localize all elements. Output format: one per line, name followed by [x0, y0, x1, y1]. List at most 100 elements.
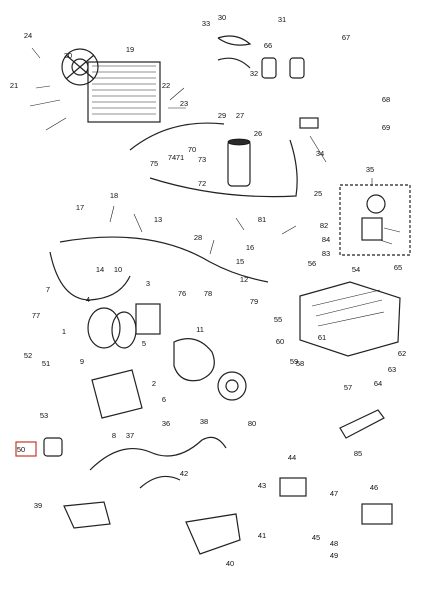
sensors-part — [261, 57, 305, 79]
callout-label-23: 23 — [180, 99, 188, 108]
callout-label-63: 63 — [388, 365, 396, 374]
callout-label-59: 59 — [290, 357, 298, 366]
callout-label-81: 81 — [258, 215, 266, 224]
callout-label-14: 14 — [96, 265, 104, 274]
callout-label-58: 58 — [296, 359, 304, 368]
ac-compressor-part — [87, 303, 161, 349]
callout-label-11: 11 — [196, 325, 204, 334]
control-unit-part — [361, 503, 393, 525]
valve-50-part — [43, 437, 63, 457]
callout-label-21: 21 — [10, 81, 18, 90]
callout-label-16: 16 — [246, 243, 254, 252]
callout-label-2: 2 — [152, 379, 156, 388]
callout-label-78: 78 — [204, 289, 212, 298]
callout-label-65: 65 — [394, 263, 402, 272]
callout-label-4: 4 — [86, 295, 90, 304]
callout-label-35: 35 — [366, 165, 374, 174]
callout-label-26: 26 — [254, 129, 262, 138]
callout-label-82: 82 — [320, 221, 328, 230]
callout-label-5: 5 — [142, 339, 146, 348]
callout-label-84: 84 — [322, 235, 330, 244]
callout-label-50: 50 — [17, 445, 25, 454]
callout-label-47: 47 — [330, 489, 338, 498]
callout-label-33: 33 — [202, 19, 210, 28]
refrigerant-hose-part — [59, 236, 269, 283]
callout-label-62: 62 — [398, 349, 406, 358]
drive-belt-part — [173, 338, 215, 382]
callout-label-40: 40 — [226, 559, 234, 568]
callout-label-37: 37 — [126, 431, 134, 440]
refrigerant-line-part — [129, 122, 298, 198]
callout-label-10: 10 — [114, 265, 122, 274]
callout-label-46: 46 — [370, 483, 378, 492]
callout-label-67: 67 — [342, 33, 350, 42]
callout-label-49: 49 — [330, 551, 338, 560]
callout-label-43: 43 — [258, 481, 266, 490]
callout-label-17: 17 — [76, 203, 84, 212]
callout-label-71: 71 — [176, 153, 184, 162]
callout-label-39: 39 — [34, 501, 42, 510]
callout-label-19: 19 — [126, 45, 134, 54]
callout-label-68: 68 — [382, 95, 390, 104]
callout-label-75: 75 — [150, 159, 158, 168]
callout-label-7: 7 — [46, 285, 50, 294]
callout-label-48: 48 — [330, 539, 338, 548]
callout-label-52: 52 — [24, 351, 32, 360]
callout-label-8: 8 — [112, 431, 116, 440]
callout-label-24: 24 — [24, 31, 32, 40]
callout-label-77: 77 — [32, 311, 40, 320]
callout-label-34: 34 — [316, 149, 324, 158]
callout-label-72: 72 — [198, 179, 206, 188]
refrigerant-hose-lower-part — [49, 251, 131, 301]
callout-label-61: 61 — [318, 333, 326, 342]
hose-bracket-part — [63, 501, 111, 529]
pressure-switch-part — [299, 117, 319, 129]
callout-label-1: 1 — [62, 327, 66, 336]
callout-label-28: 28 — [194, 233, 202, 242]
callout-label-64: 64 — [374, 379, 382, 388]
evaporator-housing-part — [299, 281, 401, 357]
callout-label-12: 12 — [240, 275, 248, 284]
callout-label-83: 83 — [322, 249, 330, 258]
callout-label-66: 66 — [264, 41, 272, 50]
mounting-bracket-part — [185, 513, 241, 555]
expansion-valve-part — [339, 184, 411, 256]
compressor-bracket-part — [91, 369, 143, 419]
callout-label-45: 45 — [312, 533, 320, 542]
callout-label-85: 85 — [354, 449, 362, 458]
leader-lines — [29, 47, 401, 255]
callout-label-29: 29 — [218, 111, 226, 120]
callout-label-73: 73 — [198, 155, 206, 164]
callout-label-31: 31 — [278, 15, 286, 24]
mounting-rail-part — [339, 409, 385, 439]
callout-label-18: 18 — [110, 191, 118, 200]
pulley-part — [217, 371, 247, 401]
callout-label-80: 80 — [248, 419, 256, 428]
callout-label-3: 3 — [146, 279, 150, 288]
callout-label-22: 22 — [162, 81, 170, 90]
callout-label-30: 30 — [218, 13, 226, 22]
callout-label-41: 41 — [258, 531, 266, 540]
callout-label-44: 44 — [288, 453, 296, 462]
callout-label-51: 51 — [42, 359, 50, 368]
callout-label-6: 6 — [162, 395, 166, 404]
callout-label-32: 32 — [250, 69, 258, 78]
callout-label-56: 56 — [308, 259, 316, 268]
callout-label-57: 57 — [344, 383, 352, 392]
callout-label-60: 60 — [276, 337, 284, 346]
callout-label-15: 15 — [236, 257, 244, 266]
condenser-part — [87, 61, 161, 123]
callout-label-70: 70 — [188, 145, 196, 154]
callout-label-53: 53 — [40, 411, 48, 420]
clamp-part — [217, 35, 252, 69]
callout-label-54: 54 — [352, 265, 360, 274]
wiring-harness-part — [89, 436, 227, 489]
parts-artwork — [43, 35, 411, 555]
callout-label-42: 42 — [180, 469, 188, 478]
callout-label-20: 20 — [64, 51, 72, 60]
receiver-drier-part — [227, 138, 251, 187]
callout-label-76: 76 — [178, 289, 186, 298]
